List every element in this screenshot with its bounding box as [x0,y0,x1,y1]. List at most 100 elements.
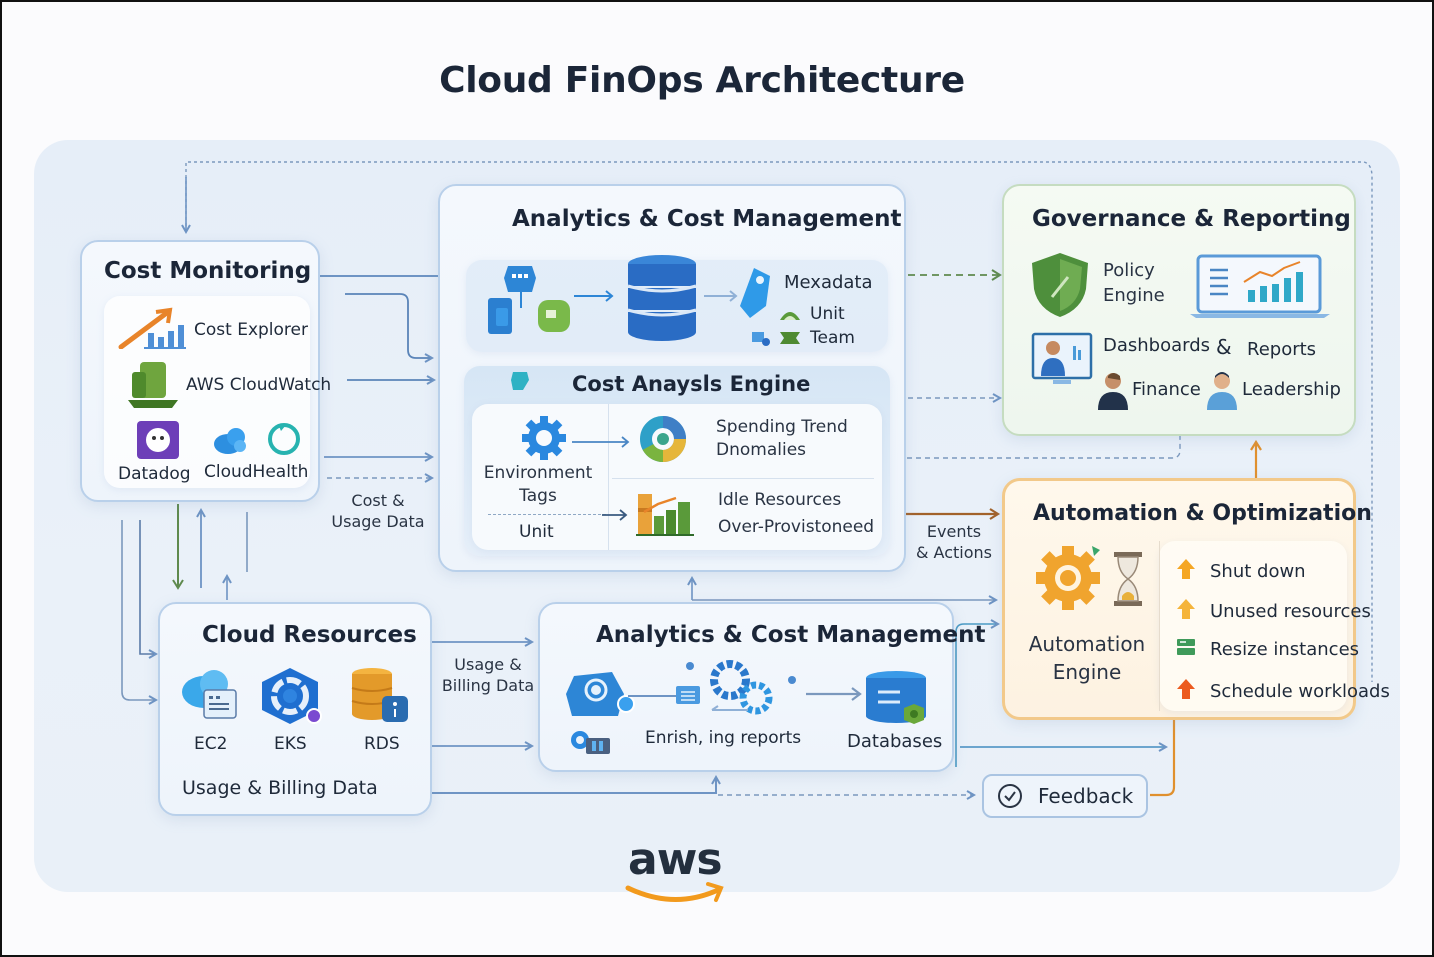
analytics-bottom-title: Analytics & Cost Management [596,622,986,648]
up-arrow-icon [1176,598,1196,625]
to-databases-arrow-icon [806,686,864,705]
engine-divider-horizontal [612,478,874,479]
unit-to-idle-arrow-icon [602,507,632,526]
analytics-top-title: Analytics & Cost Management [512,206,902,232]
env-tags-line-1: Environment [483,463,593,483]
donut-chart-icon [638,414,688,468]
cost-usage-data-label: Cost & Usage Data [328,490,428,532]
cost-monitoring-title: Cost Monitoring [104,258,312,284]
events-actions-label: Events & Actions [906,521,1002,563]
aws-logo-text: aws [628,834,723,885]
idle-resources-line-2: Over-Provistoneed [718,517,875,537]
reports-label: Reports [1247,339,1317,360]
datadog-label[interactable]: Datadog [118,464,191,484]
cost-explorer-label[interactable]: Cost Explorer [194,320,308,340]
enrich-gears-icon [628,658,804,724]
databases-icon [864,670,932,732]
automation-engine-line-1: Automation [1028,632,1146,656]
cloud-monitor-icon [564,666,638,726]
ec2-icon [178,666,244,726]
env-to-trend-arrow-icon [572,434,634,453]
cost-explorer-chart-icon [118,307,188,353]
usage-billing-connector-label: Usage & Billing Data [436,654,540,696]
aws-cloudwatch-label[interactable]: AWS CloudWatch [186,375,332,395]
wire-at-gov-return [898,436,1181,459]
events-actions-line-2: & Actions [915,543,992,562]
automation-action-item[interactable]: Shut down [1176,558,1306,585]
automation-action-label: Unused resources [1210,601,1371,622]
automation-engine-line-2: Engine [1052,660,1122,684]
automation-actions-panel [1159,541,1347,711]
feedback-button[interactable]: Feedback [982,774,1148,818]
spending-trend-label: Spending Trend Dnomalies [716,416,848,462]
actions-divider [1159,541,1160,711]
engine-unit-divider [488,514,606,515]
idle-resources-line-1: Idle Resources [718,490,842,510]
ec2-label: EC2 [194,734,228,754]
environment-tags-label: Environment Tags [478,462,598,508]
automation-action-item[interactable]: Unused resources [1176,598,1371,625]
cloudhealth-label[interactable]: CloudHealth [204,462,309,482]
engine-divider-vertical [608,404,609,550]
cloudhealth-cloud-icon [208,422,302,464]
datadog-dog-icon [135,419,181,465]
automation-title: Automation & Optimization [1033,501,1372,526]
automation-engine-label: Automation Engine [1022,630,1152,686]
enrich-reports-label: Enrish, ing reports [645,728,802,748]
leadership-label: Leadership [1242,379,1341,400]
engine-node-icon [509,368,531,396]
metadata-tag-icon [736,266,776,324]
finance-label: Finance [1132,379,1201,400]
idle-resources-label: Idle Resources Over-Provistoneed [718,487,874,541]
cost-usage-line-1: Cost & [351,491,405,510]
automation-action-label: Shut down [1210,561,1306,582]
metadata-label: Mexadata [784,272,873,293]
environment-gear-icon [520,414,568,466]
data-sources-icon [486,264,576,342]
rds-label: RDS [364,734,400,754]
hourglass-icon [1112,550,1144,612]
unit-label: Unit [810,304,845,324]
usage-billing-line-2: Billing Data [441,676,535,695]
aws-smile-icon [625,882,724,902]
governance-title: Governance & Reporting [1032,206,1351,232]
aws-logo: aws [622,834,732,910]
resize-icon [1176,638,1196,661]
team-label: Team [810,328,855,348]
metadata-arrow-icon [704,288,740,307]
cost-usage-line-2: Usage Data [331,512,425,531]
check-circle-icon [998,784,1022,808]
pipeline-arrow-icon [574,288,616,307]
automation-action-item[interactable]: Schedule workloads [1176,678,1390,705]
cloudwatch-server-icon [126,360,180,414]
spending-trend-line-2: Dnomalies [716,440,807,460]
eks-label: EKS [274,734,307,754]
engine-unit-label: Unit [519,522,554,542]
bar-growth-chart-icon [636,490,696,540]
cost-analysis-engine-title: Cost Anaysls Engine [572,372,811,396]
settings-panel-icon [566,728,612,760]
database-icon [626,254,698,346]
policy-line-1: Policy [1103,260,1155,281]
feedback-label: Feedback [1038,784,1134,808]
automation-action-label: Schedule workloads [1210,681,1390,702]
dashboards-label: Dashboards [1103,335,1211,356]
usage-billing-line-1: Usage & [454,655,522,674]
wire-cr-footer [432,777,716,794]
events-actions-line-1: Events [926,522,982,541]
dashboard-presenter-icon [1031,332,1093,392]
leadership-person-icon [1205,370,1239,414]
automation-action-item[interactable]: Resize instances [1176,638,1359,661]
automation-gear-icon [1032,542,1106,618]
eks-icon [258,666,324,730]
team-icons [750,328,804,352]
wire-auto-feedback [1150,720,1176,797]
policy-shield-icon [1030,251,1090,323]
policy-engine-label: Policy Engine [1103,258,1165,308]
wire-ab-auto-2 [955,624,998,767]
env-tags-line-2: Tags [519,486,557,506]
policy-line-2: Engine [1103,285,1165,306]
up-arrow-icon [1176,558,1196,585]
cloud-resources-title: Cloud Resources [202,622,417,648]
